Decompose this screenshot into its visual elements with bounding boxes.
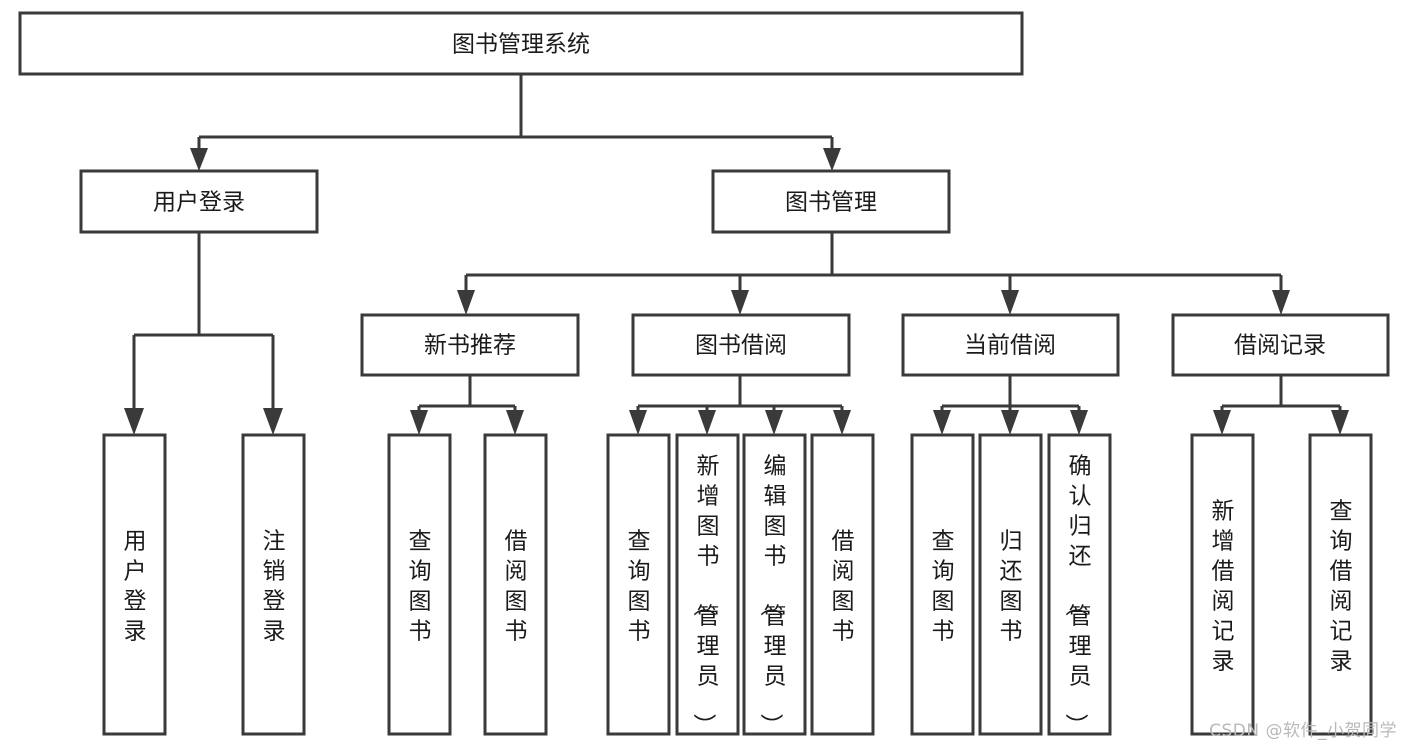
arrow-leaf-confirm-return xyxy=(1070,410,1088,435)
leaf-add-record-box[interactable] xyxy=(1190,433,1255,736)
leaf-query-book-3-box[interactable] xyxy=(910,433,975,736)
leaf-add-book-box[interactable] xyxy=(675,433,740,736)
leaf-query-book-3-label: 查询图书 xyxy=(932,528,955,644)
arrow-leaf-user-login xyxy=(124,408,144,435)
node-book-manage-label: 图书管理 xyxy=(785,190,877,216)
arrow-to-user-login xyxy=(190,148,208,171)
node-current-borrow-box[interactable] xyxy=(901,313,1120,377)
node-root[interactable]: 图书管理系统 xyxy=(18,11,1024,76)
node-new-book-recommend[interactable]: 新书推荐 xyxy=(360,313,580,377)
arrow-leaf-query-record xyxy=(1331,410,1349,435)
node-user-login-box[interactable] xyxy=(79,169,319,234)
leaf-edit-book-box[interactable] xyxy=(742,433,807,736)
leaf-borrow-book-2-box[interactable] xyxy=(810,433,875,736)
node-book-manage-box[interactable] xyxy=(711,169,951,234)
arrow-to-borrow-record xyxy=(1272,290,1290,315)
arrow-leaf-edit-book xyxy=(765,410,783,435)
leaf-query-book-2-label: 查询图书 xyxy=(628,528,651,644)
arrow-to-book-manage xyxy=(823,148,841,171)
leaf-borrow-book-2-label: 借阅图书 xyxy=(832,528,855,644)
arrow-leaf-borrow-book-1 xyxy=(506,410,524,435)
leaf-logout-login-label: 注销登录 xyxy=(263,528,286,644)
leaf-query-book-2-box[interactable] xyxy=(606,433,671,736)
node-current-borrow[interactable]: 当前借阅 xyxy=(901,313,1120,377)
arrow-to-new-book-recommend xyxy=(457,290,475,315)
leaf-query-record-box[interactable] xyxy=(1308,433,1373,736)
leaf-add-record-label: 新增借阅记录 xyxy=(1212,498,1235,674)
leaf-borrow-book-1-box[interactable] xyxy=(483,433,548,736)
node-user-login-label: 用户登录 xyxy=(153,190,245,216)
leaf-edit-book-label: 编辑图书（管理员） xyxy=(758,453,787,736)
arrow-leaf-borrow-book-2 xyxy=(833,410,851,435)
node-borrow-record[interactable]: 借阅记录 xyxy=(1171,313,1390,377)
arrow-to-book-borrow xyxy=(731,290,749,315)
node-root-box[interactable] xyxy=(18,11,1024,76)
leaf-user-login-box[interactable] xyxy=(102,433,167,736)
node-borrow-record-label: 借阅记录 xyxy=(1234,333,1326,359)
leaf-confirm-return-label: 确认归还（管理员） xyxy=(1063,453,1092,736)
node-book-borrow[interactable]: 图书借阅 xyxy=(631,313,851,377)
leaf-borrow-book-1-label: 借阅图书 xyxy=(505,528,528,644)
leaf-confirm-return-box[interactable] xyxy=(1047,433,1112,736)
node-root-label: 图书管理系统 xyxy=(452,32,590,58)
node-new-book-recommend-box[interactable] xyxy=(360,313,580,377)
node-borrow-record-box[interactable] xyxy=(1171,313,1390,377)
node-book-borrow-label: 图书借阅 xyxy=(695,333,787,359)
node-book-manage[interactable]: 图书管理 xyxy=(711,169,951,234)
leaf-boxes xyxy=(102,433,1373,736)
leaf-labels: 用户登录 注销登录 查询图书 借阅图书 查询图书 新增图书（管理员） 编辑图书（… xyxy=(124,453,1353,736)
leaf-query-book-1-box[interactable] xyxy=(387,433,452,736)
node-book-borrow-box[interactable] xyxy=(631,313,851,377)
arrow-leaf-logout-login xyxy=(263,408,283,435)
leaf-add-book-label: 新增图书（管理员） xyxy=(691,453,720,736)
node-current-borrow-label: 当前借阅 xyxy=(964,333,1056,359)
leaf-logout-login-box[interactable] xyxy=(241,433,306,736)
arrow-leaf-return-book xyxy=(1001,410,1019,435)
csdn-watermark: CSDN @软件_小贺同学 xyxy=(1209,721,1397,741)
node-new-book-recommend-label: 新书推荐 xyxy=(424,333,516,359)
arrow-to-current-borrow xyxy=(1001,290,1019,315)
arrow-leaf-query-book-3 xyxy=(933,410,951,435)
arrow-leaf-query-book-1 xyxy=(410,410,428,435)
connector-layer xyxy=(124,74,1349,435)
leaf-return-book-label: 归还图书 xyxy=(1000,528,1023,644)
node-user-login[interactable]: 用户登录 xyxy=(79,169,319,234)
leaf-user-login-label: 用户登录 xyxy=(124,528,147,644)
leaf-return-book-box[interactable] xyxy=(978,433,1043,736)
leaf-query-book-1-label: 查询图书 xyxy=(409,528,432,644)
arrow-leaf-add-book xyxy=(698,410,716,435)
leaf-query-record-label: 查询借阅记录 xyxy=(1330,498,1353,674)
arrow-leaf-add-record xyxy=(1213,410,1231,435)
arrow-leaf-query-book-2 xyxy=(629,410,647,435)
